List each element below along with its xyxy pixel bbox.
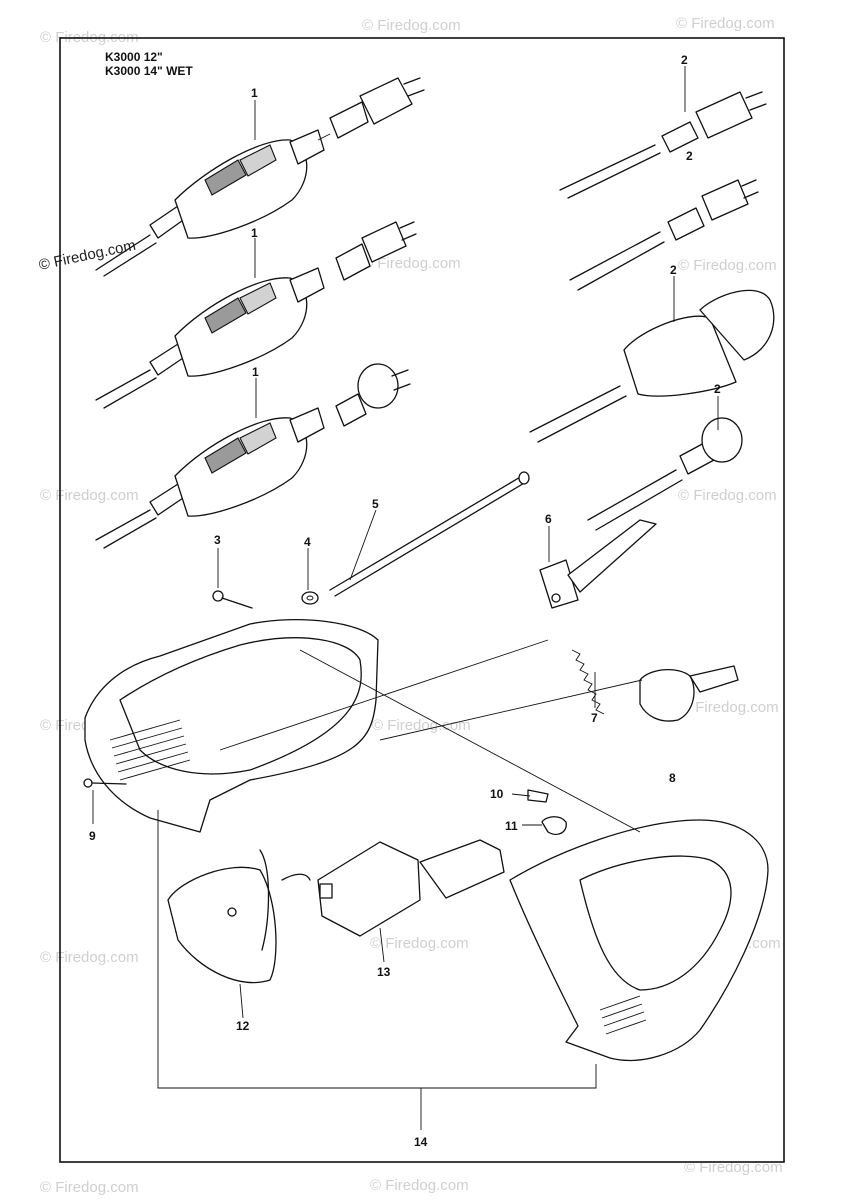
callout-7: 7 bbox=[591, 711, 598, 725]
watermark-text: © Firedog.com bbox=[370, 935, 469, 952]
watermark-text: © Firedog.com bbox=[40, 949, 139, 966]
model-title-1: K3000 12" bbox=[105, 50, 163, 64]
part-11-clip bbox=[541, 816, 567, 836]
part-1-cord-unit-a bbox=[95, 77, 425, 277]
watermark-text-dark: © Firedog.com bbox=[37, 237, 137, 274]
callout-11: 11 bbox=[505, 819, 518, 833]
part-6-lever bbox=[539, 519, 657, 609]
callout-4: 4 bbox=[304, 535, 311, 549]
part-7-spring-and-trigger bbox=[571, 649, 739, 722]
callout-1: 1 bbox=[251, 226, 258, 240]
callout-13: 13 bbox=[377, 965, 391, 979]
part-13-switch bbox=[317, 839, 505, 937]
callout-6: 6 bbox=[545, 512, 552, 526]
part-9-handle-housing bbox=[83, 619, 379, 833]
callout-12: 12 bbox=[236, 1019, 250, 1033]
watermark-text: © Firedog.com bbox=[40, 1179, 139, 1196]
callout-10: 10 bbox=[490, 787, 504, 801]
watermark-text: © Firedog.com bbox=[362, 17, 461, 34]
part-2-cord-d bbox=[587, 417, 743, 531]
watermark-text: © Firedog.com bbox=[372, 717, 471, 734]
callout-2: 2 bbox=[714, 382, 721, 396]
part-10-screw bbox=[527, 789, 549, 803]
watermark-text: © Firedog.com bbox=[678, 257, 777, 274]
part-4-washer bbox=[301, 591, 319, 605]
diagram-frame bbox=[59, 37, 785, 1163]
part-14-handle-half bbox=[509, 819, 769, 1062]
callouts: 1 1 1 2 2 2 2 3 4 5 6 7 8 9 10 11 12 13 … bbox=[89, 53, 721, 1149]
callout-8: 8 bbox=[669, 771, 676, 785]
callout-9: 9 bbox=[89, 829, 96, 843]
part-5-rod bbox=[329, 471, 530, 597]
watermark-text: © Firedog.com bbox=[678, 487, 777, 504]
callout-2: 2 bbox=[681, 53, 688, 67]
model-title-2: K3000 14" WET bbox=[105, 64, 193, 78]
part-1-cord-unit-c bbox=[95, 363, 411, 549]
leader-lines bbox=[92, 66, 719, 1130]
part-2-cord-b bbox=[569, 179, 759, 291]
watermark-text: © Firedog.com bbox=[676, 15, 775, 32]
part-12-plate bbox=[167, 849, 311, 984]
callout-1: 1 bbox=[252, 365, 259, 379]
watermark-text: © Firedog.com bbox=[362, 255, 461, 272]
callout-1: 1 bbox=[251, 86, 258, 100]
callout-5: 5 bbox=[372, 497, 379, 511]
watermark-text: © Firedog.com bbox=[680, 699, 779, 716]
callout-3: 3 bbox=[214, 533, 221, 547]
part-3-screw bbox=[212, 590, 253, 609]
part-2-cord-a bbox=[559, 91, 767, 199]
callout-14: 14 bbox=[414, 1135, 428, 1149]
callout-2: 2 bbox=[686, 149, 693, 163]
part-1-cord-unit-b bbox=[95, 221, 417, 409]
watermark-text: © Firedog.com bbox=[40, 487, 139, 504]
watermark-text: © Firedog.com bbox=[684, 1159, 783, 1176]
watermark-text: © Firedog.com bbox=[370, 1177, 469, 1194]
part-2-cord-c bbox=[529, 289, 775, 443]
callout-2: 2 bbox=[670, 263, 677, 277]
